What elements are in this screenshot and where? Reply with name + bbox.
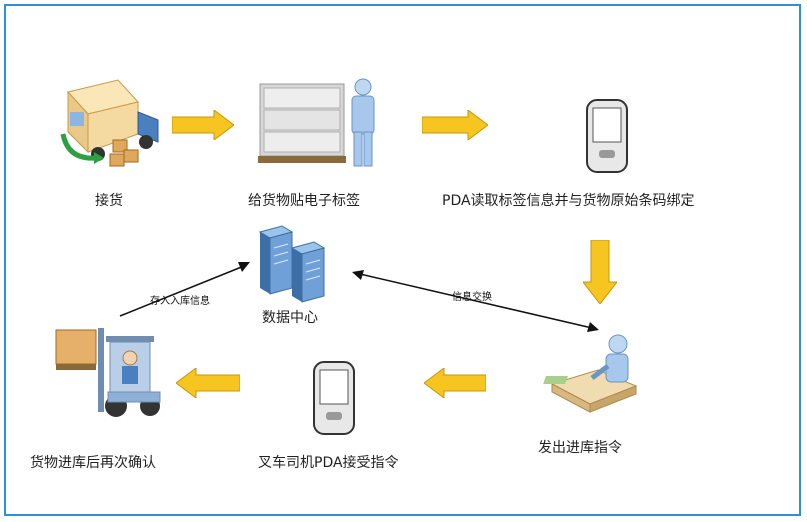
pda-icon [586,99,628,173]
step-label-tag: 给货物贴电子标签 [248,193,360,209]
forklift-icon [55,328,161,417]
pda-icon [313,361,355,435]
flow-arrow-1 [172,110,234,140]
store-info-arrow [119,262,250,317]
step-label-forklift-pda: 叉车司机PDA接受指令 [258,455,399,471]
step-label-confirm: 货物进库后再次确认 [30,455,156,471]
diagram-frame [4,4,801,516]
flow-arrow-left-2 [424,368,486,398]
flow-arrow-down [583,240,617,304]
desk-worker-icon [543,334,638,413]
truck-icon [60,79,159,167]
exchange-label: 信息交换 [452,292,492,303]
worker-icon [351,78,375,167]
step-label-issue: 发出进库指令 [538,440,622,456]
data-center-label: 数据中心 [262,310,318,326]
step-label-receive: 接货 [95,193,123,209]
flow-arrow-2 [422,110,488,140]
server-icon [258,225,326,303]
flow-arrow-left-1 [176,368,240,398]
step-label-pda-bind: PDA读取标签信息并与货物原始条码绑定 [442,193,695,209]
exchange-arrow [352,270,599,332]
pallet-icon [258,83,346,163]
store-info-label: 存入入库信息 [150,296,210,307]
